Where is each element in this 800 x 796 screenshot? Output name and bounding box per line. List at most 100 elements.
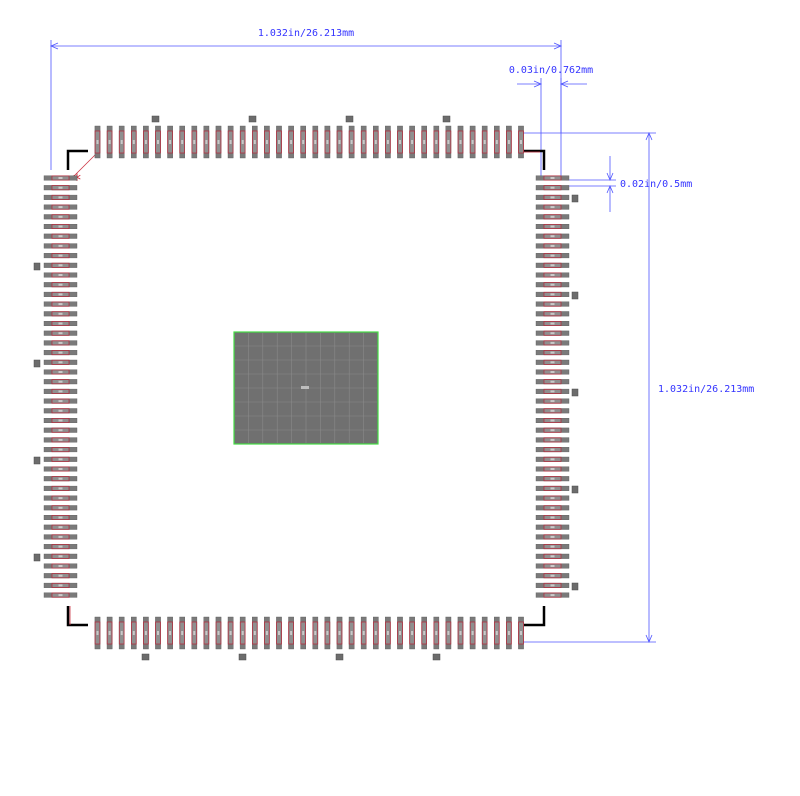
pad <box>130 616 137 650</box>
pad <box>457 616 464 650</box>
pad <box>433 125 440 159</box>
pad <box>43 330 78 336</box>
pad <box>535 194 570 200</box>
pad <box>535 340 570 346</box>
pad <box>493 616 500 650</box>
pad <box>43 311 78 317</box>
index-mark <box>33 262 41 271</box>
pad <box>360 125 367 159</box>
pad <box>43 253 78 259</box>
pad <box>445 125 452 159</box>
pad <box>43 398 78 404</box>
dim-pad-length-label: 0.03in/0.762mm <box>509 65 593 76</box>
pad <box>43 437 78 443</box>
pad <box>227 616 234 650</box>
pad <box>43 282 78 288</box>
pad <box>535 417 570 424</box>
pad <box>535 515 570 521</box>
pad <box>535 301 570 307</box>
pad <box>535 544 570 550</box>
pad <box>94 125 101 159</box>
pads-bottom-row <box>94 616 524 650</box>
index-mark <box>141 653 150 661</box>
dim-overall-height-label: 1.032in/26.213mm <box>658 384 754 395</box>
pad <box>535 573 570 579</box>
pad <box>118 125 125 159</box>
pad <box>43 204 78 210</box>
pad <box>535 233 570 239</box>
pad <box>118 616 125 650</box>
pad <box>239 125 246 159</box>
pad <box>43 291 78 297</box>
pad <box>535 476 570 482</box>
pad <box>397 125 403 159</box>
dim-pin-pitch: 0.02in/0.5mm <box>566 156 692 212</box>
pad <box>215 616 222 650</box>
pad <box>535 524 570 530</box>
pad <box>535 563 570 569</box>
pad <box>167 125 173 159</box>
pad <box>43 466 78 472</box>
pad <box>360 616 367 650</box>
pad <box>535 223 570 229</box>
pad <box>312 125 319 159</box>
pad <box>239 616 246 650</box>
pad <box>324 125 331 159</box>
pad <box>43 505 78 511</box>
pad <box>43 456 78 462</box>
pad <box>535 495 570 501</box>
index-mark <box>151 115 160 123</box>
index-mark <box>33 456 41 465</box>
index-mark <box>238 653 247 661</box>
pad <box>457 125 464 159</box>
index-mark <box>571 291 579 300</box>
pad <box>43 495 78 501</box>
pad <box>251 125 258 159</box>
pad <box>445 616 452 650</box>
pads-top-row <box>94 125 524 159</box>
pad <box>43 476 78 482</box>
index-mark <box>33 553 41 562</box>
pad <box>43 417 78 424</box>
pad <box>535 408 570 414</box>
index-mark <box>33 359 41 368</box>
pad <box>535 369 570 375</box>
pad <box>43 272 78 278</box>
pad <box>276 616 282 650</box>
pad <box>506 616 512 650</box>
pad <box>481 125 488 159</box>
package-outline <box>66 149 546 627</box>
pad <box>409 125 415 159</box>
pad <box>433 616 440 650</box>
pad <box>372 125 379 159</box>
dim-pin-pitch-label: 0.02in/0.5mm <box>620 179 692 190</box>
pad <box>43 592 78 598</box>
dim-overall-height: 1.032in/26.213mm <box>519 131 754 644</box>
pad <box>324 616 331 650</box>
pad <box>43 214 78 220</box>
pad <box>535 379 570 385</box>
pad <box>535 359 570 365</box>
pad <box>535 262 570 268</box>
pad <box>43 544 78 550</box>
pad <box>300 125 307 159</box>
pad <box>348 125 355 159</box>
pad <box>264 125 270 159</box>
index-mark <box>345 115 354 123</box>
pad <box>372 616 379 650</box>
pad <box>300 616 307 650</box>
pad <box>43 340 78 346</box>
pad <box>469 125 476 159</box>
pad <box>535 272 570 278</box>
pad <box>535 398 570 404</box>
pad <box>469 616 476 650</box>
pad <box>43 447 78 453</box>
thermal-pad <box>233 331 379 445</box>
pad <box>336 125 343 159</box>
pad <box>535 253 570 259</box>
pads-right-column <box>535 175 570 598</box>
pad <box>535 388 570 394</box>
pad <box>535 311 570 317</box>
pad <box>535 534 570 540</box>
